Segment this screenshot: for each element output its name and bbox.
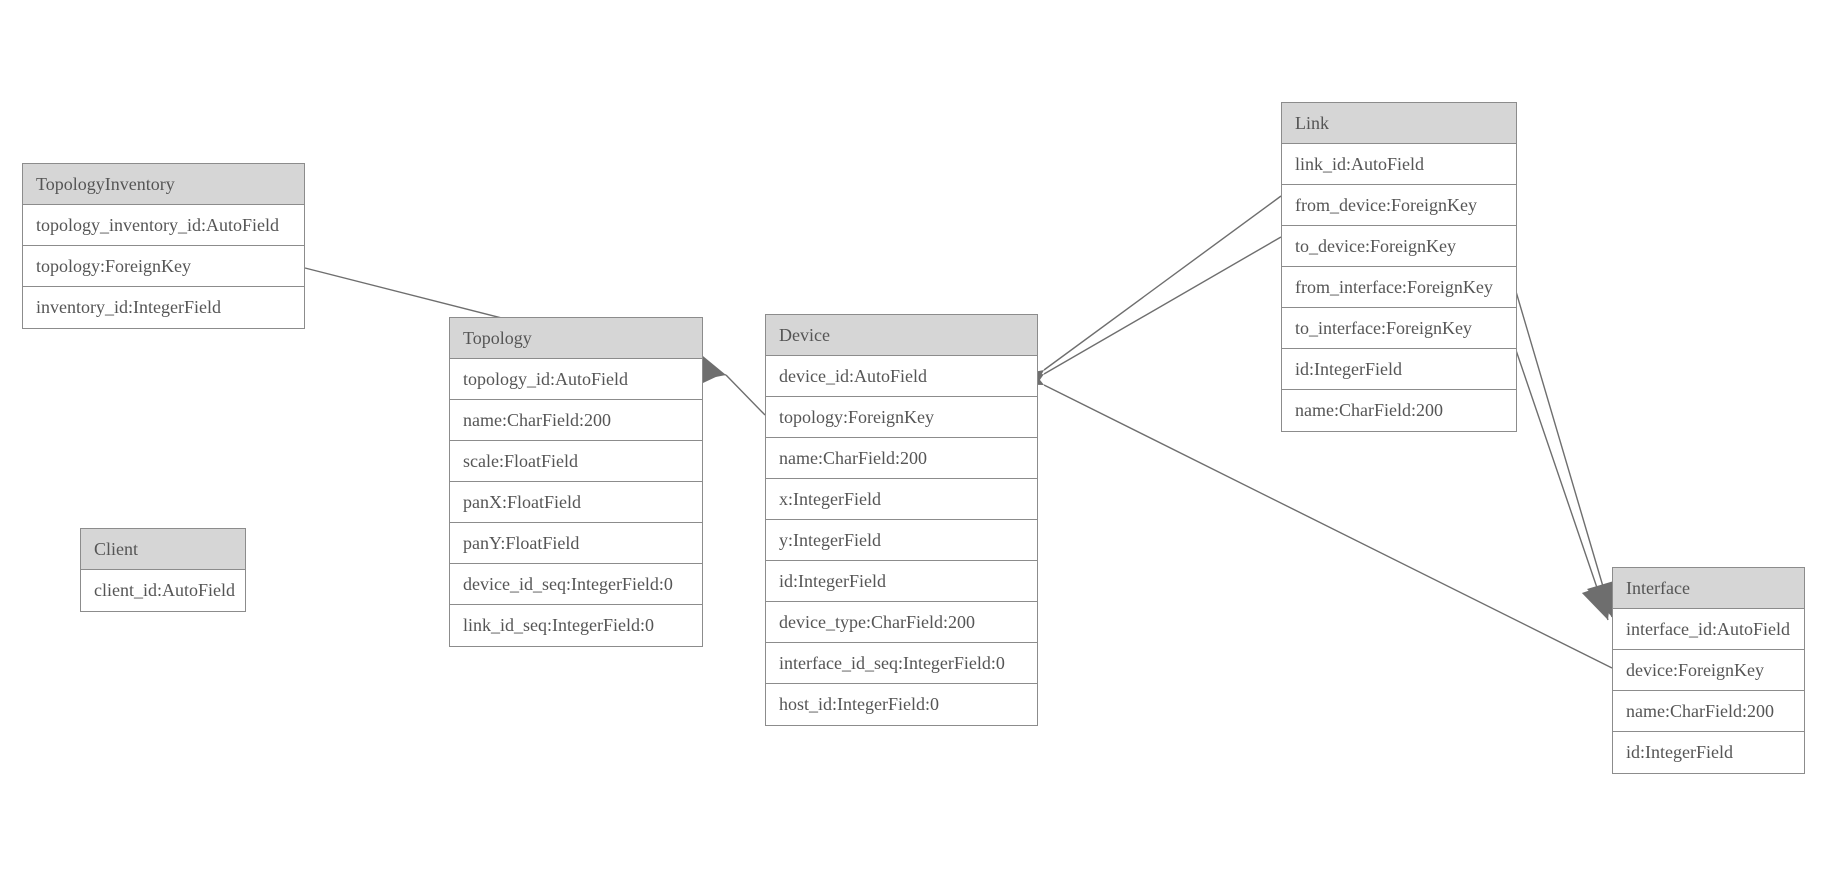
relationship-link-tointerface-interface (1504, 317, 1613, 621)
relationship-line (725, 374, 766, 416)
entity-field[interactable]: device_id_seq:IntegerField:0 (450, 564, 702, 605)
relationship-line (1504, 317, 1609, 621)
relationship-link-fromdevice-device (1007, 195, 1282, 403)
entity-field[interactable]: device:ForeignKey (1613, 650, 1804, 691)
entity-field[interactable]: link_id:AutoField (1282, 144, 1516, 185)
entity-title-topology_inventory: TopologyInventory (23, 164, 304, 205)
entity-field[interactable]: panY:FloatField (450, 523, 702, 564)
relationship-line (1511, 277, 1613, 618)
relationship-line (1043, 236, 1282, 375)
entity-field[interactable]: from_device:ForeignKey (1282, 185, 1516, 226)
entity-field[interactable]: panX:FloatField (450, 482, 702, 523)
entity-field[interactable]: name:CharField:200 (766, 438, 1037, 479)
entity-title-link: Link (1282, 103, 1516, 144)
entity-field[interactable]: to_interface:ForeignKey (1282, 308, 1516, 349)
entity-field[interactable]: name:CharField:200 (1282, 390, 1516, 431)
relationship-line (1043, 195, 1282, 371)
entity-field[interactable]: topology_id:AutoField (450, 359, 702, 400)
entity-field[interactable]: interface_id:AutoField (1613, 609, 1804, 650)
entity-field[interactable]: device_type:CharField:200 (766, 602, 1037, 643)
entity-title-topology: Topology (450, 318, 702, 359)
entity-title-device: Device (766, 315, 1037, 356)
entity-field[interactable]: device_id:AutoField (766, 356, 1037, 397)
entity-field[interactable]: name:CharField:200 (1613, 691, 1804, 732)
entity-field[interactable]: link_id_seq:IntegerField:0 (450, 605, 702, 646)
entity-field[interactable]: to_device:ForeignKey (1282, 226, 1516, 267)
entity-field[interactable]: topology_inventory_id:AutoField (23, 205, 304, 246)
entity-field[interactable]: x:IntegerField (766, 479, 1037, 520)
entity-field[interactable]: inventory_id:IntegerField (23, 287, 304, 328)
entity-field[interactable]: from_interface:ForeignKey (1282, 267, 1516, 308)
entity-field[interactable]: topology:ForeignKey (23, 246, 304, 287)
entity-field[interactable]: scale:FloatField (450, 441, 702, 482)
relationship-link-todevice-device (1006, 236, 1282, 405)
entity-field[interactable]: id:IntegerField (766, 561, 1037, 602)
entity-field[interactable]: host_id:IntegerField:0 (766, 684, 1037, 725)
relationship-link-frominterface-interface (1511, 277, 1618, 618)
entity-field[interactable]: topology:ForeignKey (766, 397, 1037, 438)
entity-field[interactable]: y:IntegerField (766, 520, 1037, 561)
entity-field[interactable]: id:IntegerField (1282, 349, 1516, 390)
entity-field[interactable]: id:IntegerField (1613, 732, 1804, 773)
entity-field[interactable]: interface_id_seq:IntegerField:0 (766, 643, 1037, 684)
entity-title-client: Client (81, 529, 245, 570)
entity-field[interactable]: client_id:AutoField (81, 570, 245, 611)
entity-title-interface: Interface (1613, 568, 1804, 609)
entity-field[interactable]: name:CharField:200 (450, 400, 702, 441)
